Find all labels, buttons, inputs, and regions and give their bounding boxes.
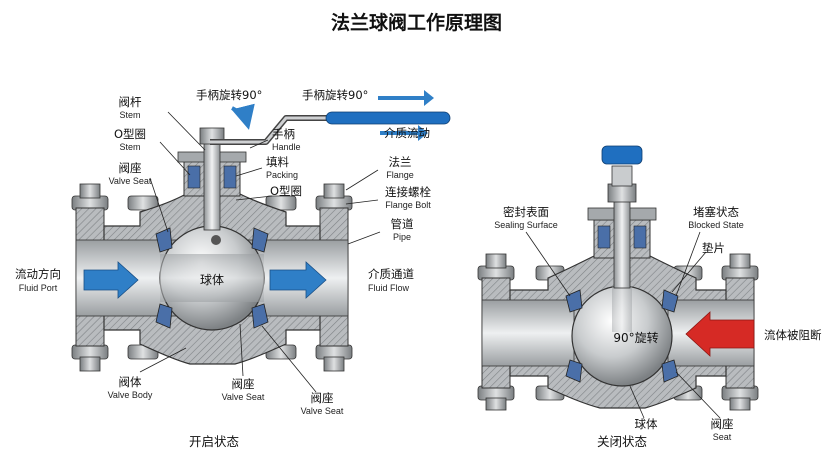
label-handle-rotation-1: 手柄旋转90° bbox=[196, 88, 262, 102]
label-oring-en: Stem bbox=[119, 142, 140, 152]
valve-seats-closed bbox=[565, 289, 679, 383]
label-bolt-en: Flange Bolt bbox=[385, 200, 431, 210]
label-fluid-port: 流动方向 bbox=[15, 267, 61, 281]
label-seat-closed: 阀座 bbox=[711, 417, 734, 431]
leader-lines bbox=[139, 111, 721, 419]
label-stem-en: Stem bbox=[119, 110, 140, 120]
label-fluid-flow: 介质通道 bbox=[368, 267, 414, 281]
label-packing: 填料 bbox=[266, 155, 289, 169]
blocked-flow-arrow bbox=[685, 311, 755, 357]
label-pipe: 管道 bbox=[391, 217, 414, 231]
label-handle-en: Handle bbox=[272, 142, 301, 152]
label-seat-top-en: Valve Seat bbox=[109, 176, 152, 186]
caption-closed: 关闭状态 bbox=[597, 434, 647, 449]
labels-open: 手柄旋转90° 手柄旋转90° 介质流动 阀杆 Stem O型圈 Stem 阀座… bbox=[15, 88, 431, 449]
diagram-title: 法兰球阀工作原理图 bbox=[330, 12, 502, 34]
label-seat-closed-en: Seat bbox=[713, 432, 732, 442]
label-medium-flow: 介质流动 bbox=[384, 126, 430, 140]
open-valve bbox=[71, 90, 451, 372]
label-body: 阀体 bbox=[119, 375, 142, 389]
medium-flow-arrow bbox=[380, 125, 428, 141]
ball-hole bbox=[211, 235, 221, 245]
rotation-direction-arrow bbox=[378, 90, 434, 106]
label-ball: 球体 bbox=[200, 273, 224, 287]
label-blocked: 堵塞状态 bbox=[693, 205, 739, 219]
label-oring: O型圈 bbox=[114, 127, 146, 141]
closed-valve bbox=[477, 145, 759, 411]
label-gasket: 垫片 bbox=[702, 241, 725, 255]
label-oring-2: O型圈 bbox=[270, 184, 302, 198]
label-seat-bottom: 阀座 bbox=[232, 377, 255, 391]
label-ball-rotation: 90°旋转 bbox=[613, 330, 658, 345]
labels-closed: 密封表面 Sealing Surface 堵塞状态 Blocked State … bbox=[494, 205, 822, 449]
packing bbox=[187, 165, 201, 189]
handle-grip-closed bbox=[601, 145, 643, 165]
label-fluid-flow-en: Fluid Flow bbox=[368, 283, 410, 293]
flow-arrow-in bbox=[83, 261, 139, 299]
label-fluid-port-en: Fluid Port bbox=[19, 283, 58, 293]
label-bolt: 连接螺栓 bbox=[385, 185, 431, 199]
ball-bore bbox=[160, 254, 264, 302]
label-seat-top: 阀座 bbox=[119, 161, 142, 175]
rotation-arrow bbox=[231, 103, 255, 130]
valve-seats-left bbox=[155, 227, 269, 329]
label-pipe-en: Pipe bbox=[393, 232, 411, 242]
label-body-en: Valve Body bbox=[108, 390, 153, 400]
label-ball-closed: 球体 bbox=[635, 417, 658, 431]
label-packing-en: Packing bbox=[266, 170, 298, 180]
label-seat-bottom-2: 阀座 bbox=[311, 391, 334, 405]
label-seat-bottom-2-en: Valve Seat bbox=[301, 406, 344, 416]
label-sealing-en: Sealing Surface bbox=[494, 220, 558, 230]
flow-arrow-out bbox=[269, 261, 327, 299]
handle-grip bbox=[325, 111, 451, 125]
label-handle-rotation-2: 手柄旋转90° bbox=[302, 88, 368, 102]
label-sealing: 密封表面 bbox=[503, 205, 549, 219]
label-seat-bottom-en: Valve Seat bbox=[222, 392, 265, 402]
label-blocked-flow: 流体被阻断 bbox=[764, 328, 822, 342]
label-flange: 法兰 bbox=[389, 155, 412, 169]
label-handle: 手柄 bbox=[272, 127, 295, 141]
caption-open: 开启状态 bbox=[189, 434, 239, 449]
label-blocked-en: Blocked State bbox=[688, 220, 744, 230]
label-stem: 阀杆 bbox=[119, 95, 142, 109]
label-flange-en: Flange bbox=[386, 170, 414, 180]
